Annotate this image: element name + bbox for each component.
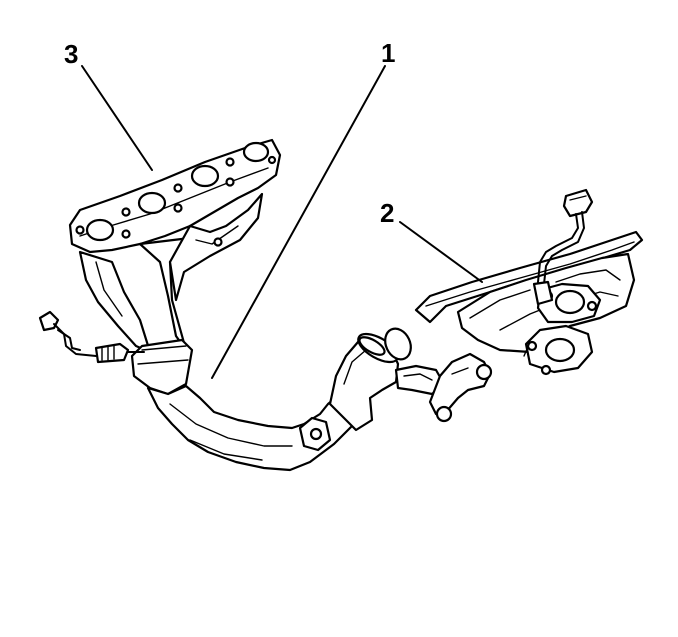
- left-manifold-runners: [78, 192, 264, 354]
- leader-line-2: [399, 221, 483, 283]
- leader-line-3: [81, 65, 153, 171]
- leader-line-1: [211, 65, 386, 379]
- callout-label-2: 2: [380, 198, 395, 228]
- right-exhaust-manifold: [456, 252, 636, 376]
- callout-label-3: 3: [64, 39, 79, 69]
- part-1-exhaust-pipe: [130, 327, 493, 472]
- callout-label-1: 1: [381, 38, 396, 68]
- oxygen-sensor-left: [38, 310, 145, 364]
- part-3-manifold-gasket: [68, 138, 282, 254]
- oxygen-sensor-right: [532, 188, 594, 306]
